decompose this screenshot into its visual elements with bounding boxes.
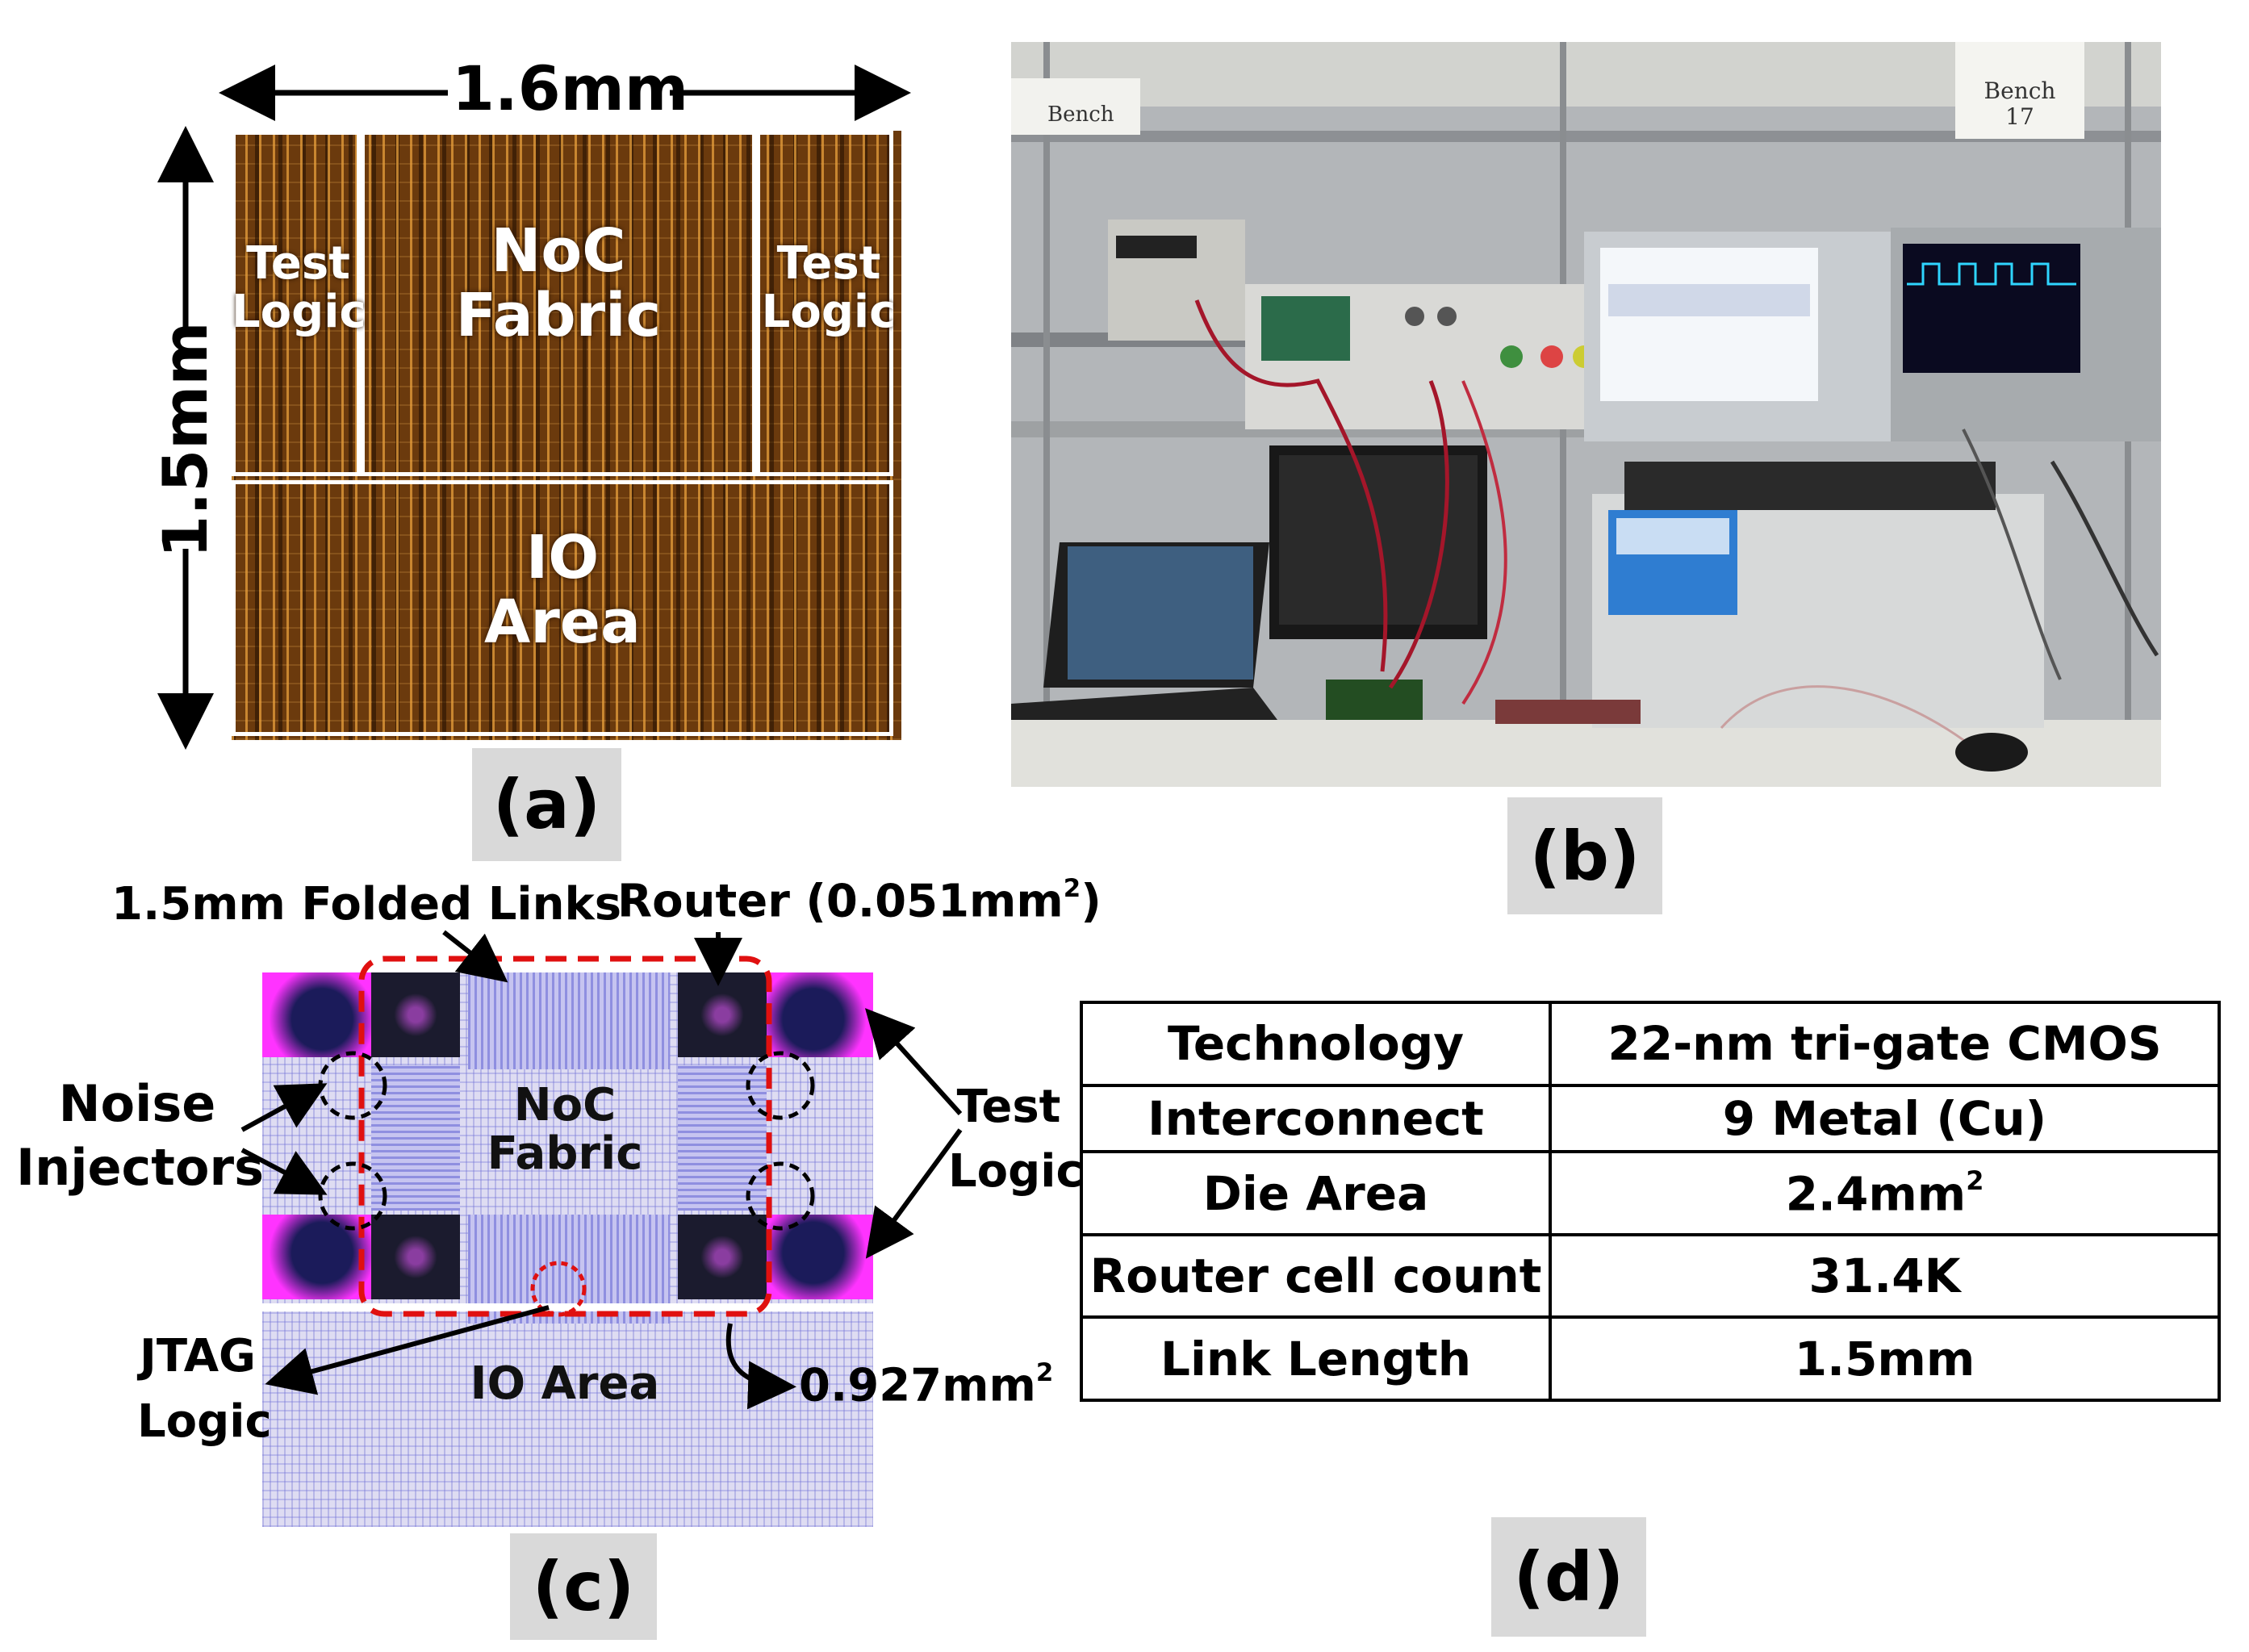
area-callout: 0.927mm2 (799, 1358, 1054, 1412)
io-area-block (232, 480, 893, 736)
router-callout: Router (0.051mm2) (617, 874, 1102, 928)
router-callout-text: Router (0.051mm (617, 875, 1064, 928)
jtag-logic-callout: JTAG Logic (137, 1330, 272, 1449)
dimension-arrows-a (157, 65, 911, 750)
io-separator (262, 1303, 873, 1311)
table-row: Interconnect 9 Metal (Cu) (1080, 1083, 2221, 1154)
test-logic-right-label: Test Logic (761, 237, 897, 339)
callout-overlay-c (240, 930, 963, 1410)
noc-fabric-label-c: NoC Fabric (487, 1079, 643, 1181)
lab-bench-photo: Bench Bench 17 (1011, 42, 2161, 787)
folded-links-callout: 1.5mm Folded Links (111, 878, 622, 931)
folded-links-right (678, 1065, 767, 1211)
noc-fabric-block (361, 131, 756, 476)
row-value: 1.5mm (1549, 1315, 2221, 1402)
test-logic-tr (764, 972, 873, 1057)
noc-boundary-dashed (358, 956, 772, 1317)
folded-links-top (468, 972, 670, 1069)
test-logic-callout: Test Logic (948, 1081, 1083, 1198)
caption-b: (b) (1507, 797, 1662, 914)
caption-c: (c) (510, 1533, 657, 1640)
row-label: Link Length (1080, 1315, 1552, 1402)
test-logic-right-block (756, 131, 893, 476)
router-br (678, 1215, 767, 1299)
table-row: Technology 22-nm tri-gate CMOS (1080, 1001, 2221, 1087)
router-tl (371, 972, 460, 1057)
router-callout-close: ) (1081, 875, 1102, 928)
lab-scene-illustration (1011, 42, 2161, 787)
io-area-label: IO Area (484, 523, 641, 657)
row-value: 22-nm tri-gate CMOS (1549, 1001, 2221, 1087)
noise-injectors-callout: Noise Injectors (16, 1074, 264, 1198)
caption-a: (a) (472, 748, 621, 861)
noc-fabric-label: NoC Fabric (455, 216, 662, 350)
test-logic-left-block (232, 131, 361, 476)
caption-d: (d) (1491, 1517, 1646, 1637)
row-label: Router cell count (1080, 1232, 1552, 1320)
bench-sign-right: Bench 17 (1984, 77, 2056, 131)
spec-table: Technology 22-nm tri-gate CMOS Interconn… (1080, 1001, 2221, 1402)
row-value: 2.4mm2 (1549, 1150, 2221, 1236)
die-area-value: 2.4mm (1785, 1166, 1967, 1222)
row-value: 31.4K (1549, 1232, 2221, 1320)
row-label: Interconnect (1080, 1083, 1552, 1154)
row-label: Die Area (1080, 1150, 1552, 1236)
table-row: Die Area 2.4mm2 (1080, 1150, 2221, 1236)
area-callout-text: 0.927mm (799, 1359, 1036, 1412)
area-callout-sup: 2 (1035, 1358, 1054, 1387)
test-logic-left-label: Test Logic (232, 237, 366, 339)
table-row: Router cell count 31.4K (1080, 1232, 2221, 1320)
io-area-label-c: IO Area (470, 1357, 660, 1410)
width-label: 1.6mm (452, 52, 689, 124)
die-area-sup: 2 (1966, 1165, 1984, 1196)
row-value: 9 Metal (Cu) (1549, 1083, 2221, 1154)
router-callout-sup: 2 (1063, 874, 1081, 903)
table-row: Link Length 1.5mm (1080, 1315, 2221, 1402)
router-tr (678, 972, 767, 1057)
row-label: Technology (1080, 1001, 1552, 1087)
die-photo-a: Test Logic NoC Fabric Test Logic IO Area (232, 131, 901, 740)
bench-sign-left: Bench (1047, 102, 1114, 127)
router-bl (371, 1215, 460, 1299)
height-label: 1.5mm (149, 321, 221, 558)
test-logic-tl (262, 972, 371, 1057)
